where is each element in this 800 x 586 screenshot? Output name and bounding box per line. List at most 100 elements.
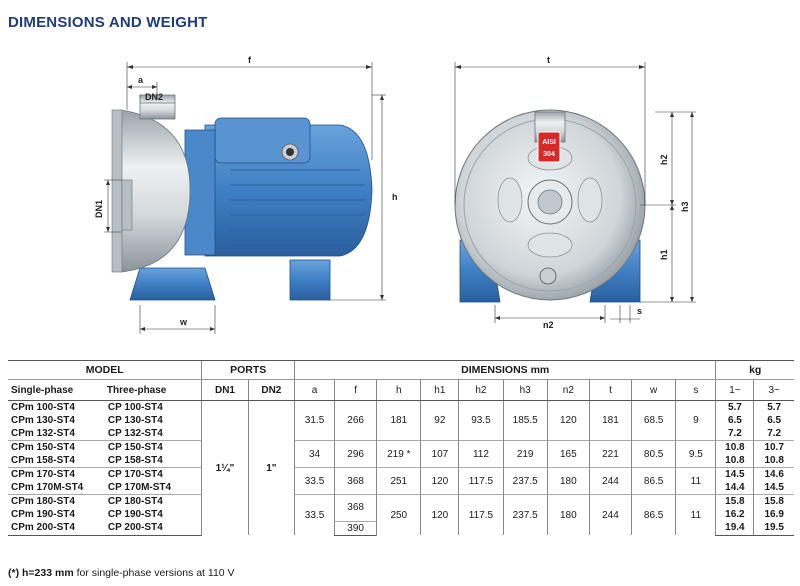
table-row: CPm 130-ST4 CP 130-ST4 6.5 6.5 <box>8 414 794 427</box>
cell-kg3: 7.2 <box>753 427 794 441</box>
footnote-bold: (*) h=233 mm <box>8 567 74 579</box>
side-view: f a DN2 DN1 h w <box>94 55 398 334</box>
cell-single: CPm 100-ST4 <box>11 402 75 413</box>
cell-single: CPm 190-ST4 <box>11 509 75 520</box>
cell-h3: 185.5 <box>502 400 548 441</box>
dim-label-dn2: DN2 <box>145 92 163 102</box>
cell-kg3: 6.5 <box>753 414 794 427</box>
table-row: CPm 158-ST4 CP 158-ST4 10.8 10.8 <box>8 454 794 468</box>
cell-single: CPm 170M-ST4 <box>11 482 84 493</box>
cell-h: 251 <box>376 467 421 495</box>
col-dn2: DN2 <box>247 379 295 401</box>
cell-kg3: 10.8 <box>753 454 794 468</box>
dim-label-h1: h1 <box>659 249 669 260</box>
pump-dimension-drawing: f a DN2 DN1 h w AISI 304 <box>94 55 696 334</box>
dim-label-dn1: DN1 <box>94 200 104 218</box>
cell-f: 368 <box>334 467 377 495</box>
header-weight: kg <box>715 360 794 380</box>
dim-label-s: s <box>637 306 642 316</box>
col-kg-3: 3~ <box>753 379 794 401</box>
front-view: AISI 304 <box>454 55 696 330</box>
cell-h2: 112 <box>458 440 504 468</box>
table-row: CPm 180-ST4 CP 180-ST4 33.5 368 250 120 … <box>8 494 794 535</box>
table-row: CPm 100-ST4 CP 100-ST4 1¼" 1" 31.5 266 1… <box>8 400 794 535</box>
cell-w: 68.5 <box>631 400 676 441</box>
footnote: (*) h=233 mm for single-phase versions a… <box>8 567 235 579</box>
table-row: CPm 150-ST4 CP 150-ST4 34 296 219 * 107 … <box>8 440 794 468</box>
cell-w: 80.5 <box>631 440 676 468</box>
col-h: h <box>376 379 421 401</box>
cell-three: CP 132-ST4 <box>107 428 163 439</box>
cell-h1: 107 <box>420 440 459 468</box>
dim-label-h: h <box>392 192 398 202</box>
cell-single: CPm 150-ST4 <box>8 440 105 454</box>
cell-h2: 93.5 <box>458 400 504 441</box>
cell-single: CPm 170-ST4 <box>8 467 105 481</box>
cell-kg1: 5.7 <box>715 400 754 414</box>
cell-three: CP 200-ST4 <box>104 521 202 536</box>
cell-kg3: 14.5 <box>753 481 794 495</box>
cell-t: 244 <box>588 494 632 535</box>
cell-three: CP 190-ST4 <box>107 509 163 520</box>
cell-kg3: 15.8 <box>753 494 794 508</box>
cell-kg3: 10.7 <box>753 440 794 454</box>
cell-f: 390 <box>334 520 377 536</box>
cell-kg1: 19.4 <box>715 521 754 536</box>
aisi-badge <box>537 131 561 163</box>
cell-three: CP 130-ST4 <box>107 415 163 426</box>
cell-kg3: 5.7 <box>753 400 794 414</box>
cell-h1: 120 <box>420 494 459 535</box>
cell-t: 221 <box>588 440 632 468</box>
dim-label-a: a <box>138 75 144 85</box>
dim-label-h3: h3 <box>680 201 690 212</box>
cell-a: 34 <box>294 440 335 468</box>
page-title: DIMENSIONS AND WEIGHT <box>8 14 208 31</box>
cell-n2: 180 <box>546 494 590 535</box>
cell-kg1: 6.5 <box>715 414 754 427</box>
cell-n2: 165 <box>546 440 590 468</box>
cell-kg1: 16.2 <box>715 508 754 521</box>
cell-kg1: 7.2 <box>715 427 754 441</box>
cell-three: CP 180-ST4 <box>104 494 202 508</box>
cell-kg1: 10.8 <box>715 440 754 454</box>
cell-n2: 180 <box>546 467 590 495</box>
cell-h2: 117.5 <box>458 467 504 495</box>
cell-kg1: 14.4 <box>715 481 754 495</box>
cell-kg3: 14.6 <box>753 467 794 481</box>
dim-label-n2: n2 <box>543 320 554 330</box>
dimensions-table: MODEL PORTS DIMENSIONS mm kg Single-phas… <box>8 360 794 536</box>
cell-w: 86.5 <box>631 467 676 495</box>
cell-kg3: 16.9 <box>753 508 794 521</box>
table-row: CPm 132-ST4 CP 132-ST4 7.2 7.2 <box>8 427 794 441</box>
cell-t: 244 <box>588 467 632 495</box>
dim-label-h2: h2 <box>659 154 669 165</box>
cell-f: 368 <box>334 494 377 521</box>
cell-three: CP 170-ST4 <box>104 467 202 481</box>
col-a: a <box>294 379 335 401</box>
cell-a: 33.5 <box>294 494 335 535</box>
badge-line-2: 304 <box>543 151 555 158</box>
cell-w: 86.5 <box>631 494 676 535</box>
cell-kg1: 14.5 <box>715 467 754 481</box>
cell-single: CPm 200-ST4 <box>8 521 105 536</box>
cell-single: CPm 130-ST4 <box>11 415 75 426</box>
cell-h2: 117.5 <box>458 494 504 535</box>
cell-a: 31.5 <box>294 400 335 441</box>
col-w: w <box>631 379 676 401</box>
cell-h: 250 <box>376 494 421 535</box>
col-h1: h1 <box>420 379 459 401</box>
cell-single: CPm 158-ST4 <box>11 455 75 466</box>
table-row: CPm 170M-ST4 CP 170M-ST4 14.4 14.5 <box>8 481 794 495</box>
cell-s: 11 <box>675 494 716 535</box>
cell-kg1: 15.8 <box>715 494 754 508</box>
cell-single: CPm 180-ST4 <box>8 494 105 508</box>
col-n2: n2 <box>546 379 590 401</box>
dim-label-t: t <box>547 55 550 65</box>
cell-dn2: 1" <box>247 400 295 535</box>
col-h2: h2 <box>458 379 504 401</box>
cell-h: 181 <box>376 400 421 441</box>
badge-line-1: AISI <box>542 139 556 146</box>
cell-single: CPm 132-ST4 <box>11 428 75 439</box>
dim-label-w: w <box>179 317 188 327</box>
table-group-header: MODEL PORTS DIMENSIONS mm kg <box>8 360 794 380</box>
